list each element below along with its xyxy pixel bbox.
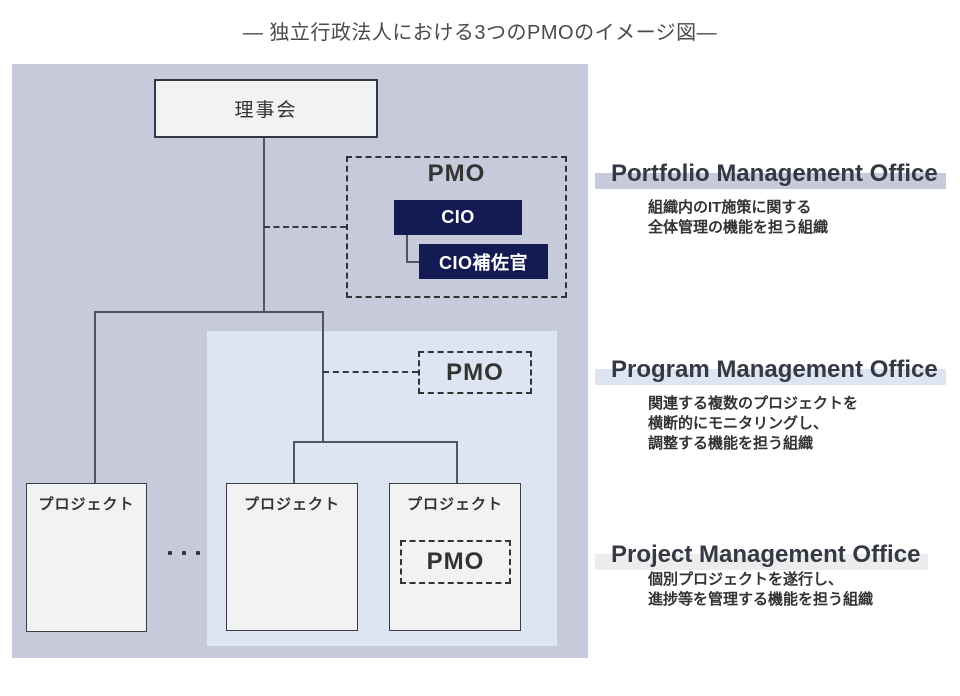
cio-aide-connector-vertical (406, 235, 408, 262)
portfolio-heading: Portfolio Management Office (595, 159, 946, 189)
section-program: Program Management Office (595, 355, 946, 385)
project-description: 個別プロジェクトを遂行し、 進捗等を管理する機能を担う組織 (648, 570, 873, 610)
portfolio-pmo-link-line (264, 226, 346, 228)
portfolio-description-line: 組織内のIT施策に関する (648, 199, 812, 216)
board-label: 理事会 (234, 100, 298, 121)
branch-line-top (94, 311, 323, 313)
project3-drop-line (456, 441, 458, 483)
program-trunk-line (322, 311, 324, 442)
project-box-2: プロジェクト (226, 483, 358, 631)
program-pmo-link-line (323, 371, 418, 373)
project-1-label: プロジェクト (38, 496, 135, 513)
ellipsis-dot (196, 551, 200, 555)
branch-line-bottom (293, 441, 457, 443)
org-chart-panel: 理事会 PMO CIO CIO補佐官 PMO プロジェクト プロジェクト プロジ… (12, 64, 588, 658)
section-project: Project Management Office (595, 540, 929, 570)
ellipsis-dot (182, 551, 186, 555)
section-portfolio: Portfolio Management Office (595, 159, 946, 189)
project1-drop-line (94, 311, 96, 483)
project-box-3: プロジェクト PMO (389, 483, 521, 631)
portfolio-description: 組織内のIT施策に関する 全体管理の機能を担う組織 (648, 198, 828, 238)
program-heading: Program Management Office (595, 355, 946, 385)
program-description: 関連する複数のプロジェクトを 横断的にモニタリングし、 調整する機能を担う組織 (648, 394, 858, 454)
cio-aide-label: CIO補佐官 (438, 252, 528, 273)
cio-label: CIO (441, 207, 475, 227)
portfolio-description-line: 全体管理の機能を担う組織 (648, 219, 829, 236)
project-pmo-label: PMO (426, 548, 485, 575)
cio-aide-connector-horizontal (406, 261, 419, 263)
project2-drop-line (293, 441, 295, 483)
project-box-1: プロジェクト (26, 483, 147, 632)
program-description-line: 調整する機能を担う組織 (648, 435, 814, 452)
project-2-label: プロジェクト (243, 496, 340, 513)
board-box: 理事会 (154, 79, 378, 138)
program-description-line: 横断的にモニタリングし、 (648, 415, 829, 432)
cio-aide-box: CIO補佐官 (419, 244, 548, 279)
ellipsis-dot (168, 551, 172, 555)
portfolio-pmo-label: PMO (427, 160, 486, 187)
project-pmo-box: PMO (400, 540, 511, 584)
program-description-line: 関連する複数のプロジェクトを (648, 395, 859, 412)
portfolio-pmo-box: PMO CIO CIO補佐官 (346, 156, 567, 298)
program-pmo-label: PMO (446, 358, 504, 386)
ellipsis-dots (168, 551, 214, 555)
cio-box: CIO (394, 200, 522, 235)
program-pmo-box: PMO (418, 351, 532, 394)
page-title: ― 独立行政法人における3つのPMOのイメージ図― (242, 22, 718, 44)
project-heading: Project Management Office (595, 540, 929, 570)
project-description-line: 進捗等を管理する機能を担う組織 (648, 591, 874, 608)
project-description-line: 個別プロジェクトを遂行し、 (648, 571, 844, 588)
project-3-label: プロジェクト (406, 496, 503, 513)
board-trunk-line (263, 138, 265, 311)
